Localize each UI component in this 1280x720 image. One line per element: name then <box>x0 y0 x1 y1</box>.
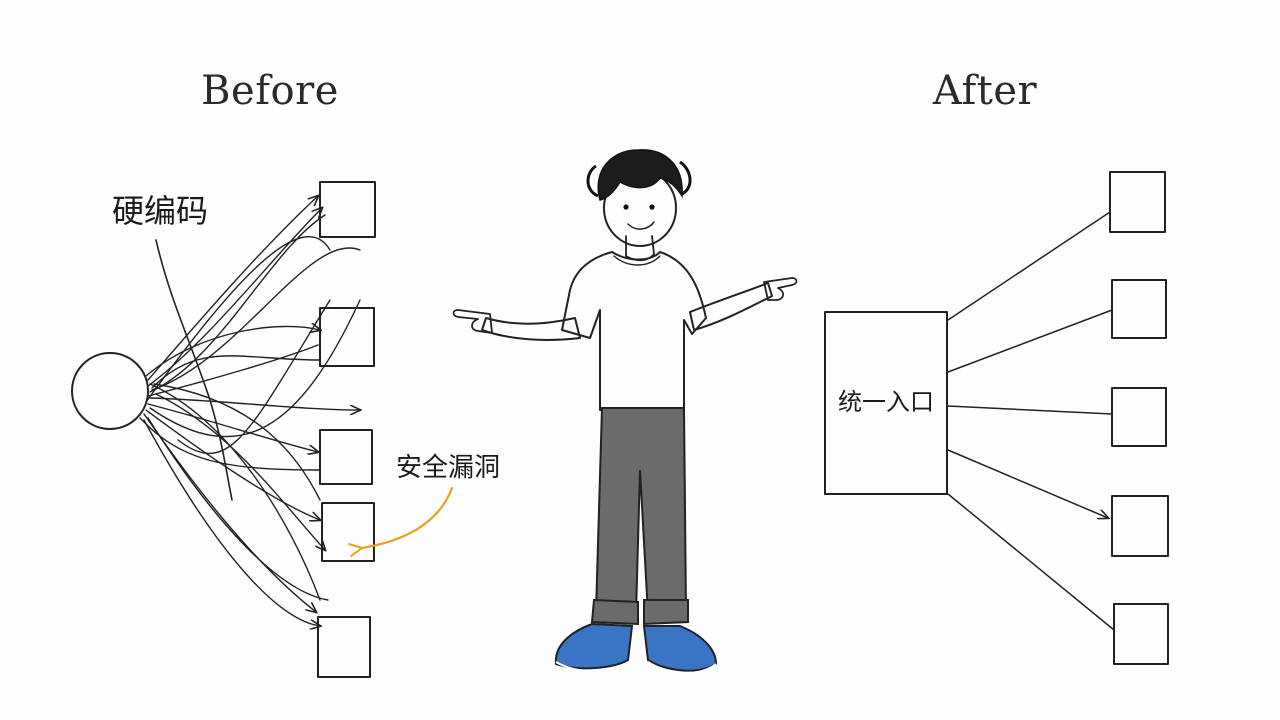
after-section: After 统一入口 <box>824 68 1169 665</box>
pants <box>594 407 688 616</box>
after-box-3 <box>1111 387 1167 447</box>
before-box-3 <box>319 429 373 485</box>
after-box-5 <box>1113 603 1169 665</box>
hardcode-label: 硬编码 <box>112 192 208 230</box>
left-shoe <box>554 622 634 670</box>
before-box-5 <box>317 616 371 678</box>
after-title: After <box>932 68 1038 114</box>
before-title: Before <box>201 68 339 114</box>
before-target-boxes <box>317 181 376 678</box>
hardcode-pointer-line <box>155 239 233 501</box>
after-box-1 <box>1109 171 1166 233</box>
t-shirt <box>561 251 707 416</box>
security-hole-arrow <box>362 486 454 548</box>
left-pointing-hand <box>452 309 493 334</box>
person-pointing-icon <box>452 149 798 674</box>
tangled-connections <box>139 196 360 626</box>
client-circle <box>71 352 149 430</box>
unified-entry-label: 统一入口 <box>838 388 934 416</box>
hair <box>597 149 683 201</box>
after-target-boxes <box>1109 171 1169 665</box>
before-box-4 <box>321 502 375 562</box>
unified-entry-box <box>824 311 948 495</box>
right-shoe <box>642 625 718 672</box>
before-section: Before 硬编码 <box>71 68 500 678</box>
before-box-2 <box>319 307 375 367</box>
before-box-1 <box>319 181 376 238</box>
after-box-2 <box>1111 279 1167 339</box>
security-hole-label: 安全漏洞 <box>396 453 500 483</box>
right-pointing-hand <box>763 277 798 301</box>
routed-connections <box>947 211 1115 631</box>
after-box-4 <box>1111 495 1169 557</box>
